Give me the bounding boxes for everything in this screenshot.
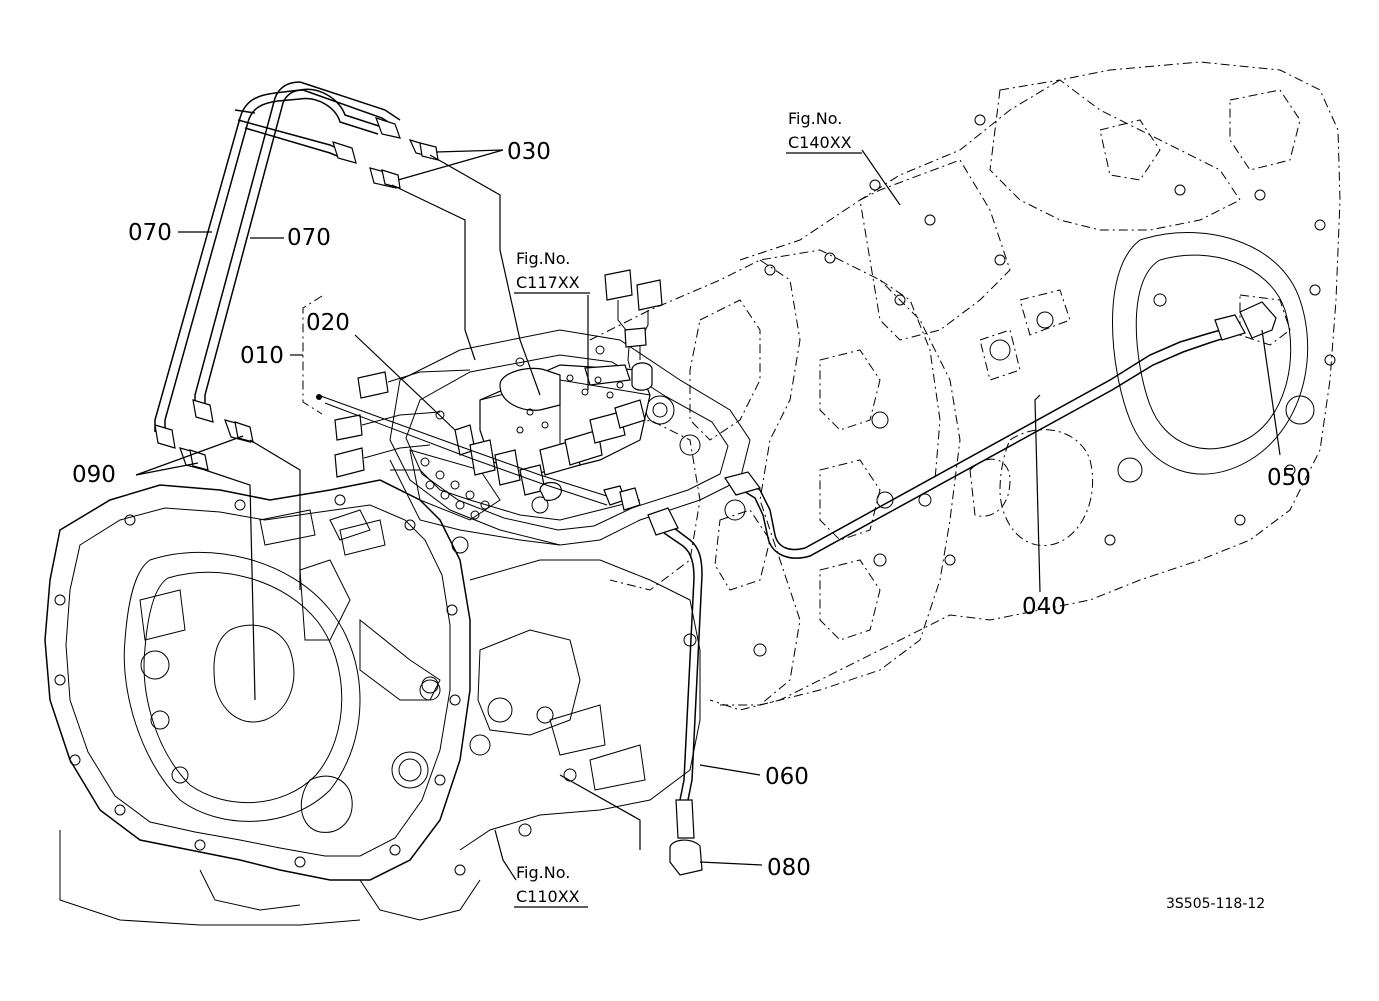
part-label-050[interactable]: 050 [1267,465,1311,491]
part-label-090[interactable]: 090 [72,462,116,488]
fig-ref-c110-code: C110XX [516,887,580,906]
fig-ref-c117-code: C117XX [516,273,580,292]
adapter-090 [179,419,254,471]
top-cover-plate [329,329,751,554]
pipe-070 [154,81,401,449]
adapter-030 [369,139,439,189]
fig-ref-c110[interactable]: Fig.No. C110XX [514,863,588,908]
part-label-030[interactable]: 030 [507,139,551,165]
part-label-060[interactable]: 060 [765,764,809,790]
pipe-020 [316,394,641,511]
leader-lines [135,149,1281,881]
drawing-code: 3S505-118-12 [1166,896,1265,912]
pipe-060 [647,507,703,876]
rear-transmission-case [709,61,1341,711]
fig-ref-c110-title: Fig.No. [516,863,570,882]
pipe-040 [724,301,1277,559]
fig-ref-c117[interactable]: Fig.No. C117XX [514,249,590,294]
fig-ref-c140-title: Fig.No. [788,109,842,128]
middle-transmission-case [589,249,961,706]
part-label-010[interactable]: 010 [240,343,284,369]
part-label-040[interactable]: 040 [1022,594,1066,620]
fig-ref-c140-code: C140XX [788,133,852,152]
part-label-080[interactable]: 080 [767,855,811,881]
part-label-070-left[interactable]: 070 [128,220,172,246]
fig-ref-c117-title: Fig.No. [516,249,570,268]
solenoid-valve-assembly [334,269,663,501]
part-label-020[interactable]: 020 [306,310,350,336]
fig-ref-c140[interactable]: Fig.No. C140XX [786,109,862,154]
part-label-070-right[interactable]: 070 [287,225,331,251]
assembly-010-bracket [302,295,323,415]
front-transmission-case [44,479,701,926]
